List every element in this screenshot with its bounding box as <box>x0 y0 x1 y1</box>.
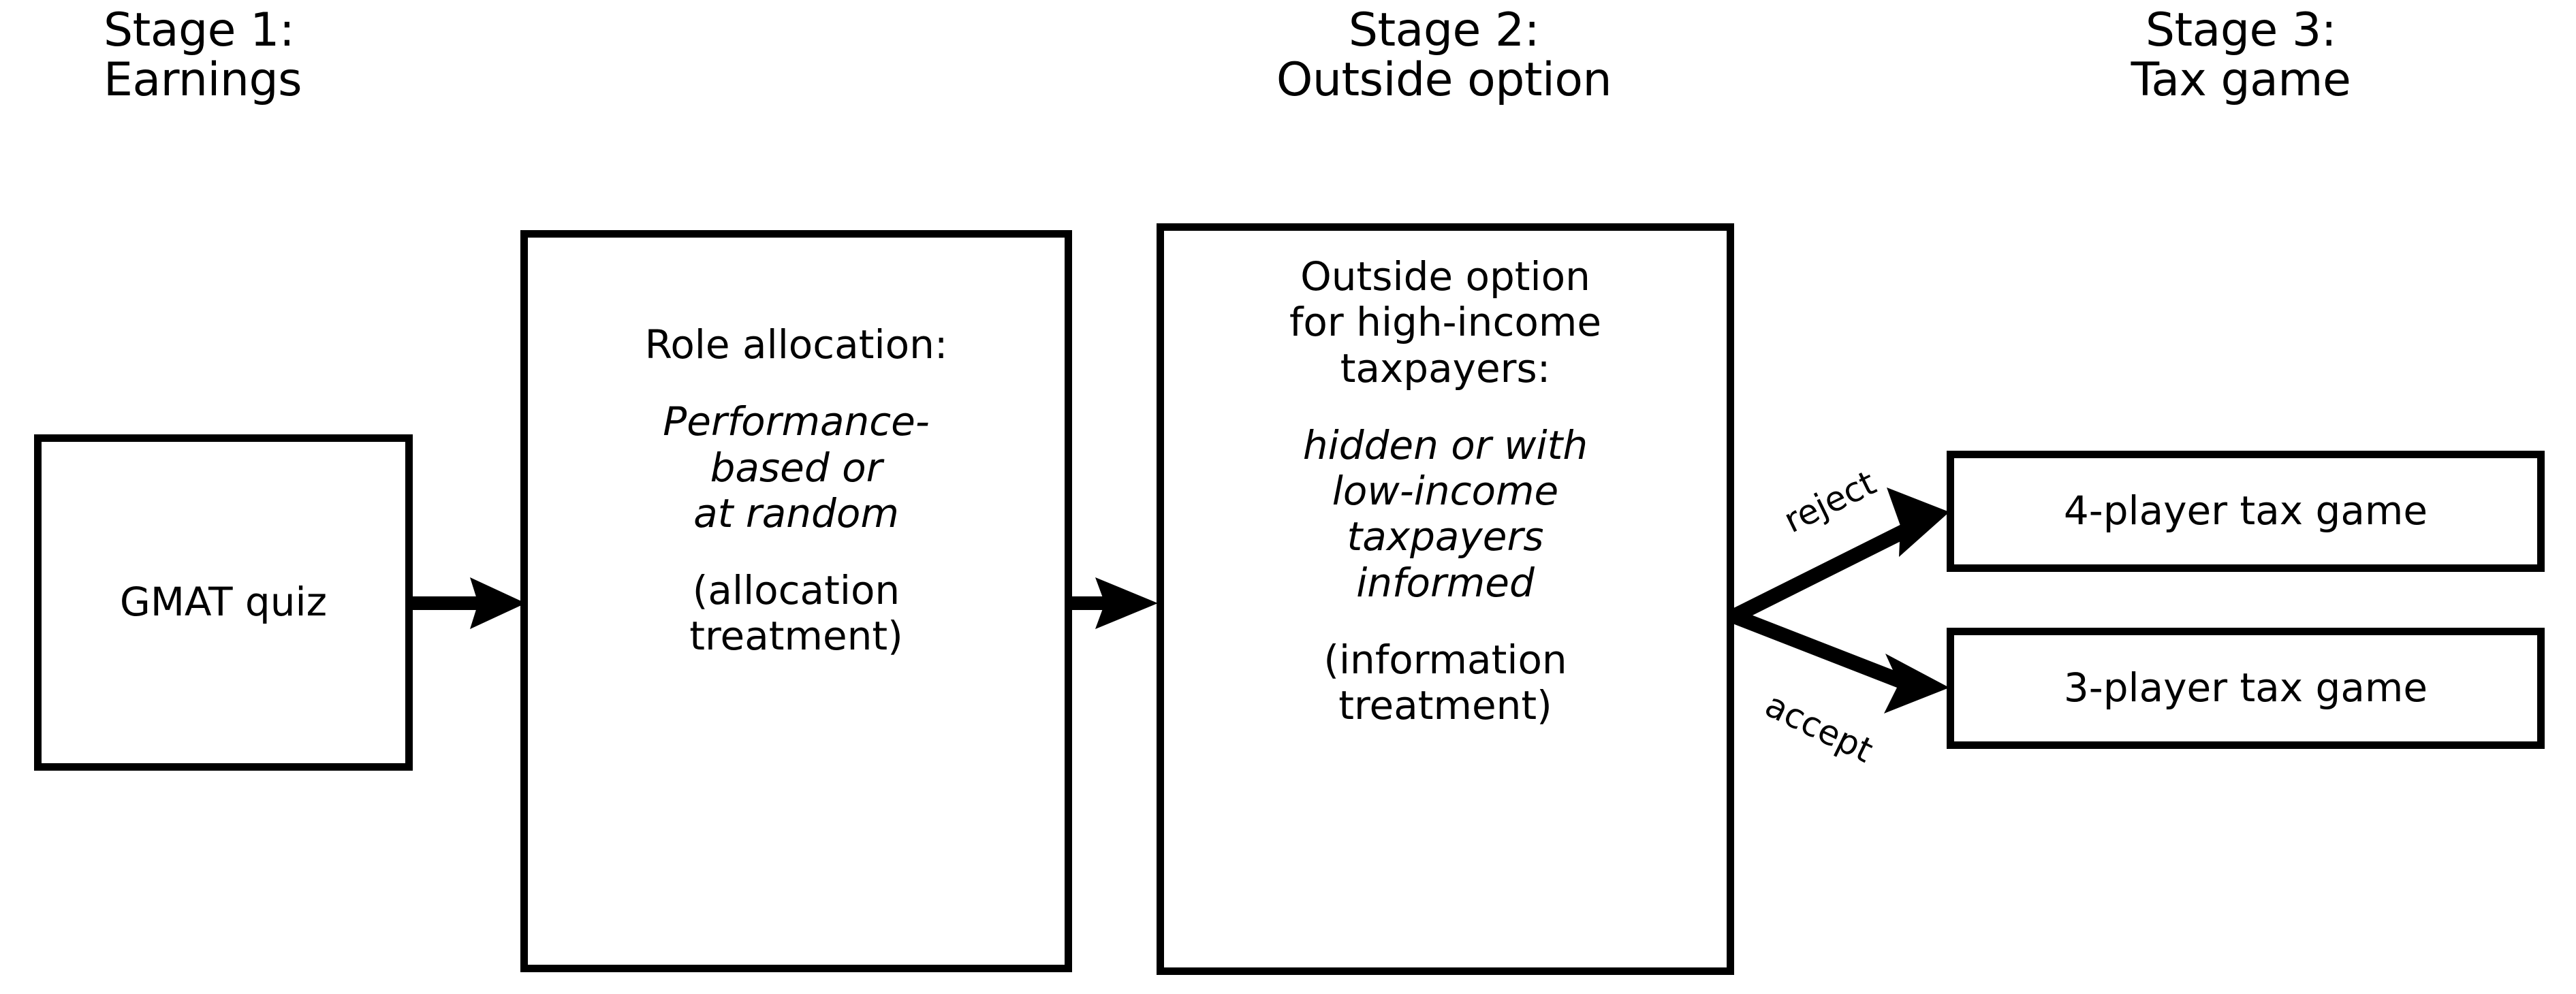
box-3-player-tax-game-label: 3-player tax game <box>2063 664 2428 711</box>
branch-label-reject: reject <box>1778 462 1883 541</box>
box-gmat-quiz-label: GMAT quiz <box>119 579 328 626</box>
arrow-accept-to-3player <box>1731 609 1949 714</box>
stage-1-header-line2: Earnings <box>104 53 302 108</box>
stage-3-header-line2: Tax game <box>2131 53 2351 108</box>
role-allocation-title: Role allocation: <box>644 321 948 368</box>
outside-option-treatment-line1: hidden or with <box>1302 421 1588 468</box>
stage-2-header: Stage 2:Outside option <box>1158 5 1730 106</box>
role-allocation-treatment-line1: Performance- <box>663 398 930 445</box>
outside-option-title-line2: for high-income <box>1289 299 1601 346</box>
outside-option-treatment-line3: taxpayers <box>1347 513 1544 560</box>
stage-3-header: Stage 3:Tax game <box>1941 5 2541 106</box>
box-4-player-tax-game-label: 4-player tax game <box>2063 487 2428 534</box>
stage-3-header-line1: Stage 3: <box>2145 3 2337 57</box>
role-allocation-treatment-line2: based or <box>710 444 883 491</box>
stage-2-header-line1: Stage 2: <box>1348 3 1540 57</box>
box-3-player-tax-game[interactable]: 3-player tax game <box>1947 628 2545 749</box>
outside-option-title-line3: taxpayers: <box>1340 344 1551 391</box>
stage-1-header: Stage 1:Earnings <box>104 5 302 106</box>
outside-option-treatment-line2: low-income <box>1332 468 1559 515</box>
outside-option-note-line2: treatment) <box>1338 682 1552 729</box>
branch-label-accept: accept <box>1759 685 1879 771</box>
outside-option-title-line1: Outside option <box>1300 253 1590 300</box>
box-gmat-quiz[interactable]: GMAT quiz <box>34 434 413 771</box>
role-allocation-note-line2: treatment) <box>689 613 903 660</box>
box-role-allocation[interactable]: Role allocation: Performance- based or a… <box>520 230 1072 972</box>
stage-1-header-line1: Stage 1: <box>104 3 295 57</box>
outside-option-note-line1: (information <box>1323 636 1567 683</box>
box-4-player-tax-game[interactable]: 4-player tax game <box>1947 451 2545 572</box>
box-outside-option[interactable]: Outside option for high-income taxpayers… <box>1157 223 1734 975</box>
role-allocation-treatment-line3: at random <box>693 490 899 536</box>
stage-2-header-line2: Outside option <box>1276 53 1612 108</box>
outside-option-treatment-line4: informed <box>1356 559 1535 606</box>
arrow-gmat-to-role <box>413 577 526 629</box>
role-allocation-note-line1: (allocation <box>692 567 900 614</box>
arrow-role-to-outside <box>1072 577 1158 629</box>
